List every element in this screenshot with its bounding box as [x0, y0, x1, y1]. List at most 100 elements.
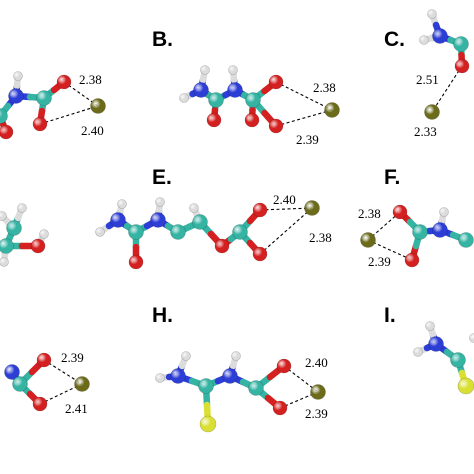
coordination-dash-a-1	[39, 105, 99, 125]
carbon-atom-h-7	[248, 380, 264, 396]
hydrogen-atom-a-3	[13, 71, 23, 81]
hydrogen-atom-c-2	[419, 35, 429, 45]
panel-label-b: B.	[152, 28, 173, 51]
oxygen-atom-f-2	[404, 252, 420, 268]
hydrogen-atom-f-5	[439, 207, 449, 217]
hydrogen-atom-h-0	[155, 373, 165, 383]
oxygen-atom-h-8	[276, 358, 292, 374]
metal-atom-e-14	[304, 200, 320, 216]
carbon-atom-b-3	[208, 92, 224, 108]
carbon-atom-f-6	[458, 232, 474, 248]
oxygen-atom-a-2	[0, 124, 14, 140]
distance-label-f2: 2.39	[368, 254, 391, 269]
atom-layer	[0, 9, 474, 433]
oxygen-atom-a-6	[32, 116, 48, 132]
coordination-dash-b-1	[275, 109, 333, 127]
carbon-atom-e-11	[232, 224, 248, 240]
coordination-dash-g-1	[39, 383, 83, 405]
coordination-dash-c-0	[431, 65, 463, 113]
distance-label-e1: 2.40	[273, 192, 296, 207]
coordination-dash-e-0	[259, 207, 313, 211]
coordination-dash-f-1	[367, 239, 413, 261]
sulfur-atom-h-4	[199, 415, 217, 433]
carbon-atom-i-3	[450, 352, 466, 368]
oxygen-atom-g-2	[36, 352, 52, 368]
carbon-atom-c-3	[453, 36, 469, 52]
nitrogen-atom-f-4	[432, 222, 448, 238]
coordination-dash-e-1	[259, 207, 313, 255]
oxygen-atom-b-4	[206, 112, 222, 128]
distance-label-c2: 2.33	[414, 124, 437, 139]
oxygen-atom-d-5	[30, 238, 46, 254]
hydrogen-atom-e-6	[155, 197, 165, 207]
hydrogen-atom-i-0	[413, 347, 423, 357]
metal-atom-a-7	[90, 98, 106, 114]
metal-atom-f-0	[360, 232, 376, 248]
coordination-dash-g-0	[43, 359, 83, 385]
hydrogen-atom-b-6	[228, 65, 238, 75]
distance-label-g2: 2.41	[65, 401, 88, 416]
hydrogen-atom-h-6	[231, 351, 241, 361]
distance-label-h1: 2.40	[305, 355, 328, 370]
carbon-atom-f-3	[412, 224, 428, 240]
distance-label-c1: 2.51	[416, 72, 439, 87]
hydrogen-atom-e-2	[117, 199, 127, 209]
carbon-atom-e-3	[128, 224, 144, 240]
nitrogen-atom-a-0	[8, 88, 24, 104]
hydrogen-atom-i-5	[469, 333, 474, 343]
oxygen-atom-e-12	[252, 202, 268, 218]
carbon-atom-a-1	[0, 108, 8, 124]
oxygen-atom-b-9	[268, 74, 284, 90]
nitrogen-atom-g-0	[4, 364, 20, 380]
metal-atom-c-5	[424, 104, 440, 120]
oxygen-atom-b-8	[244, 112, 260, 128]
carbon-atom-g-1	[12, 376, 28, 392]
panel-label-c: C.	[384, 28, 405, 51]
nitrogen-atom-i-1	[428, 336, 444, 352]
carbon-atom-d-0	[6, 220, 22, 236]
hydrogen-atom-d-2	[0, 211, 7, 221]
carbon-atom-e-8	[192, 214, 208, 230]
metal-atom-h-10	[310, 384, 326, 400]
nitrogen-atom-e-1	[110, 212, 126, 228]
hydrogen-atom-h-2	[181, 351, 191, 361]
distance-label-f1: 2.38	[358, 206, 381, 221]
panel-label-h: H.	[152, 304, 173, 327]
nitrogen-atom-b-1	[193, 82, 209, 98]
distance-label-b1: 2.38	[313, 80, 336, 95]
carbon-atom-d-1	[0, 238, 14, 254]
distance-label-a2: 2.40	[81, 123, 104, 138]
oxygen-atom-e-4	[128, 254, 144, 270]
panel-label-e: E.	[152, 166, 172, 189]
nitrogen-atom-c-1	[432, 28, 448, 44]
metal-atom-b-11	[324, 102, 340, 118]
oxygen-atom-c-4	[454, 58, 470, 74]
hydrogen-atom-i-2	[425, 321, 435, 331]
carbon-atom-h-3	[198, 378, 214, 394]
oxygen-atom-h-9	[272, 400, 288, 416]
panel-label-f: F.	[384, 166, 400, 189]
distance-label-h2: 2.39	[305, 406, 328, 421]
sulfur-atom-i-4	[457, 377, 474, 395]
panel-label-i: I.	[384, 304, 396, 327]
oxygen-atom-b-10	[268, 118, 284, 134]
hydrogen-atom-b-0	[179, 93, 189, 103]
coordination-dash-b-0	[275, 81, 333, 111]
hydrogen-atom-c-0	[427, 9, 437, 19]
distance-label-a1: 2.38	[79, 72, 102, 87]
nitrogen-atom-h-1	[170, 368, 186, 384]
oxygen-atom-f-1	[392, 204, 408, 220]
nitrogen-atom-e-5	[150, 212, 166, 228]
nitrogen-atom-b-5	[227, 82, 243, 98]
metal-atom-g-4	[74, 376, 90, 392]
hydrogen-atom-d-4	[0, 257, 9, 267]
oxygen-atom-e-10	[214, 238, 230, 254]
carbon-atom-e-7	[170, 224, 186, 240]
hydrogen-atom-b-2	[200, 65, 210, 75]
oxygen-atom-e-13	[252, 246, 268, 262]
oxygen-atom-a-5	[56, 74, 72, 90]
carbon-atom-b-7	[245, 92, 261, 108]
hydrogen-atom-d-3	[17, 203, 27, 213]
carbon-atom-a-4	[36, 90, 52, 106]
